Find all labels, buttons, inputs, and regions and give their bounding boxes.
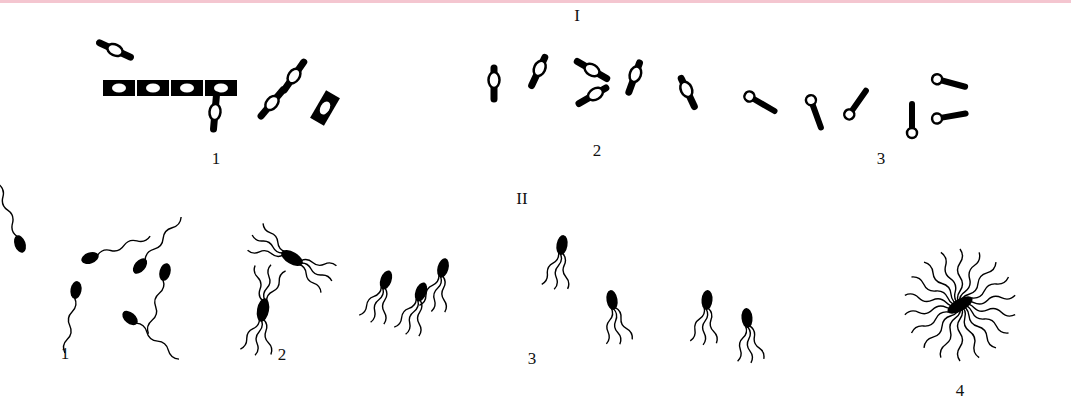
callout-number: 2	[593, 142, 602, 159]
callout-number: 3	[528, 350, 537, 367]
callout-number: 4	[956, 382, 965, 399]
callout-number: 1	[212, 150, 221, 167]
callout-number: II	[516, 190, 527, 207]
callout-number: I	[574, 7, 580, 24]
callout-number: 2	[278, 346, 287, 363]
callout-number: 1	[61, 345, 70, 362]
callout-number: 3	[877, 150, 886, 167]
